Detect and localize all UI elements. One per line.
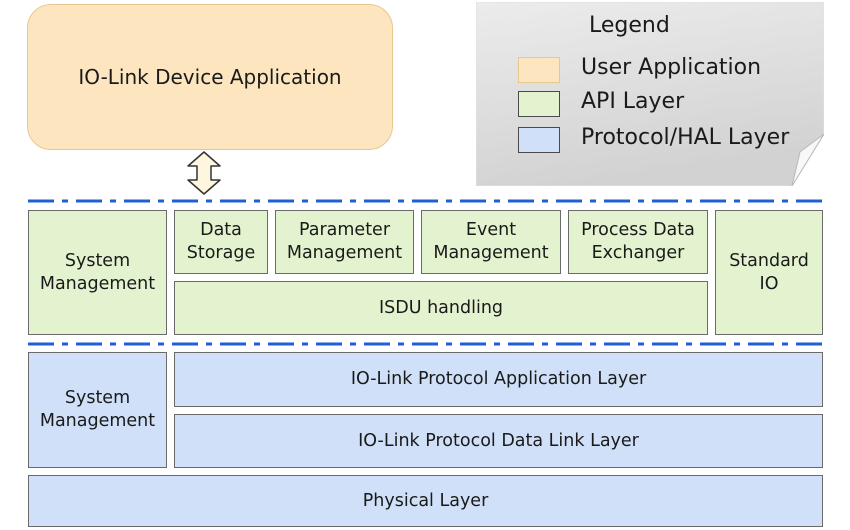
protocol-data-link-layer-box: IO-Link Protocol Data Link Layer: [174, 414, 823, 468]
api-separator-line: [28, 199, 828, 203]
event-management-box: Event Management: [421, 210, 561, 274]
legend-swatch-api-layer: [518, 91, 560, 117]
legend-label-api-layer: API Layer: [581, 89, 685, 114]
double-arrow-icon: [187, 151, 221, 195]
protocol-application-layer-box: IO-Link Protocol Application Layer: [174, 352, 823, 407]
protocol-data-link-layer-label: IO-Link Protocol Data Link Layer: [358, 430, 639, 451]
isdu-handling-box: ISDU handling: [174, 281, 708, 335]
process-data-exchanger-label: Process Data Exchanger: [581, 220, 695, 263]
legend-label-protocol-layer: Protocol/HAL Layer: [581, 125, 790, 150]
legend-title: Legend: [589, 13, 670, 38]
physical-layer-label: Physical Layer: [362, 490, 489, 511]
protocol-system-management-label: System Management: [39, 388, 156, 431]
protocol-system-management-box: System Management: [28, 352, 167, 468]
api-system-management-label: System Management: [39, 250, 156, 294]
device-application-box: IO-Link Device Application: [27, 4, 393, 150]
api-system-management-box: System Management: [28, 210, 167, 335]
standard-io-box: Standard IO: [715, 210, 823, 335]
process-data-exchanger-box: Process Data Exchanger: [568, 210, 708, 274]
parameter-management-label: Parameter Management: [286, 220, 403, 263]
isdu-handling-label: ISDU handling: [378, 297, 504, 318]
event-management-label: Event Management: [433, 220, 549, 263]
physical-layer-box: Physical Layer: [28, 475, 823, 527]
data-storage-label: Data Storage: [186, 220, 256, 263]
parameter-management-box: Parameter Management: [275, 210, 414, 274]
legend-swatch-user-application: [518, 57, 560, 83]
legend-panel: [476, 2, 824, 186]
standard-io-label: Standard IO: [729, 250, 809, 294]
protocol-separator-line: [28, 342, 828, 346]
legend-label-user-application: User Application: [581, 55, 762, 80]
legend-swatch-protocol-layer: [518, 127, 560, 153]
device-application-label: IO-Link Device Application: [78, 65, 342, 89]
protocol-application-layer-label: IO-Link Protocol Application Layer: [350, 369, 647, 390]
data-storage-box: Data Storage: [174, 210, 268, 274]
